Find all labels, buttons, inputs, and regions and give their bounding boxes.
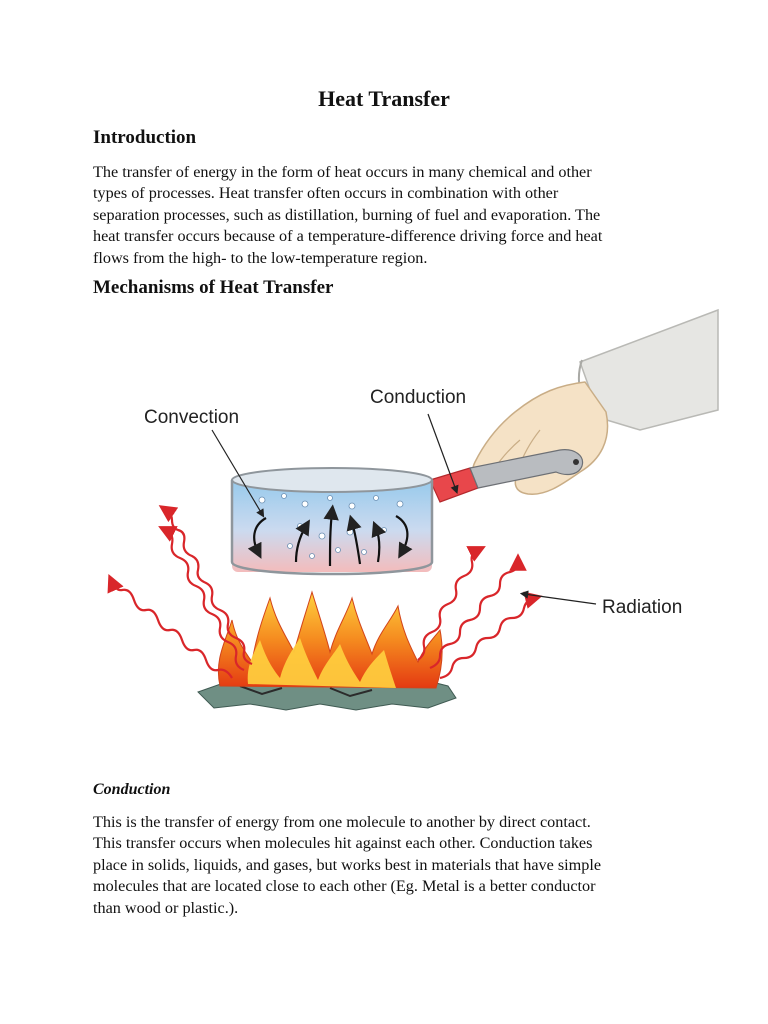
conduction-heading: Conduction [93,781,171,798]
conduction-line: place in solids, liquids, and gases, but… [93,855,602,874]
radiation-label: Radiation [602,597,682,618]
introduction-line: separation processes, such as distillati… [93,205,601,224]
introduction-line: types of processes. Heat transfer often … [93,184,559,203]
introduction-line: heat transfer occurs because of a temper… [93,227,603,246]
conduction-line: molecules that are located close to each… [93,877,596,896]
conduction-label: Conduction [370,387,466,408]
introduction-line: flows from the high- to the low-temperat… [93,248,428,267]
introduction-paragraph: The transfer of energy in the form of he… [93,162,683,269]
introduction-heading: Introduction [93,127,197,148]
fire [217,590,443,689]
conduction-line: than wood or plastic.). [93,898,239,917]
heat-transfer-figure: Convection Conduction Radiation [0,300,768,740]
conduction-line: This transfer occurs when molecules hit … [93,834,593,853]
radiation-waves [107,505,543,680]
conduction-line: This is the transfer of energy from one … [93,813,591,831]
pot [230,467,434,576]
callout-lines [211,413,597,605]
mechanisms-heading: Mechanisms of Heat Transfer [93,277,334,298]
convection-label: Convection [144,407,239,428]
introduction-line: The transfer of energy in the form of he… [93,163,592,181]
conduction-paragraph: This is the transfer of energy from one … [93,812,683,919]
document-title: Heat Transfer [318,86,450,111]
